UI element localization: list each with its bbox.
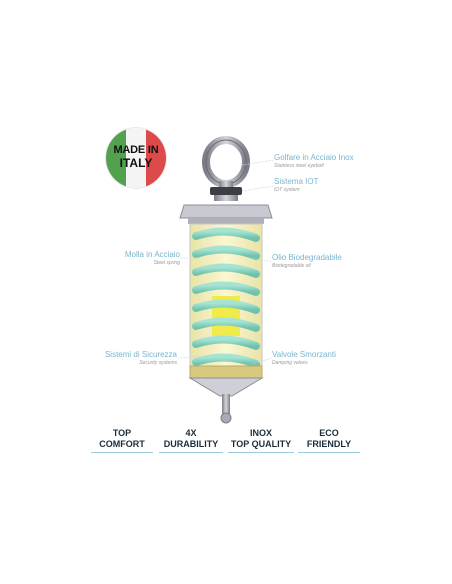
callout-safety: Sistemi di Sicurezza Security systems [105, 350, 177, 367]
feature-top-quality: INOX TOP QUALITY [228, 428, 294, 453]
callout-oil: Olio Biodegradabile Biodegradable oil [272, 253, 342, 270]
badge-line-2: ITALY [119, 156, 153, 170]
feature-2-line-2: DURABILITY [163, 439, 219, 449]
eyebolt [202, 136, 250, 193]
callout-valves-title: Valvole Smorzanti [272, 350, 336, 359]
callout-safety-title: Sistemi di Sicurezza [104, 350, 177, 359]
iot-module [210, 187, 242, 201]
badge-line-1: MADE IN [113, 144, 159, 156]
rod-end [220, 412, 232, 424]
callout-valves: Valvole Smorzanti Damping valves [272, 350, 336, 367]
feature-eco-friendly: ECO FRIENDLY [298, 428, 360, 453]
callout-eyebolt: Golfare in Acciaio Inox Stainless steel … [274, 153, 354, 170]
feature-2-line-1: 4X [185, 428, 197, 438]
top-cap [179, 204, 273, 224]
callout-iot-subtitle: IOT system [274, 187, 300, 193]
damping-valve-chamber [189, 365, 263, 379]
callout-valves-subtitle: Damping valves [272, 360, 308, 366]
callout-oil-subtitle: Biodegradable oil [272, 263, 311, 269]
made-in-italy-badge: MADE IN ITALY [106, 128, 166, 188]
feature-3-line-1: INOX [249, 428, 272, 438]
bottom-cap [188, 377, 264, 397]
callout-iot: Sistema IOT IOT system [274, 177, 318, 194]
feature-4-line-2: FRIENDLY [306, 439, 352, 449]
feature-durability: 4X DURABILITY [159, 428, 223, 453]
callout-spring-subtitle: Steel spring [153, 260, 180, 266]
callout-spring: Molla in Acciaio Steel spring [125, 250, 180, 267]
feature-3-line-2: TOP QUALITY [230, 439, 292, 449]
feature-1-line-2: COMFORT [99, 439, 145, 449]
callout-iot-title: Sistema IOT [274, 177, 319, 186]
callout-oil-title: Olio Biodegradabile [272, 253, 342, 262]
callout-eyebolt-title: Golfare in Acciaio Inox [274, 153, 354, 162]
feature-4-line-1: ECO [319, 428, 339, 438]
callout-lines [177, 159, 275, 365]
feature-1-line-1: TOP [112, 428, 132, 438]
callout-eyebolt-subtitle: Stainless steel eyebolt [274, 163, 324, 169]
callout-spring-title: Molla in Acciaio [124, 250, 180, 259]
feature-top-comfort: TOP COMFORT [91, 428, 153, 453]
piston-rod [222, 394, 230, 414]
callout-safety-subtitle: Security systems [139, 360, 177, 366]
steel-spring [192, 227, 260, 368]
